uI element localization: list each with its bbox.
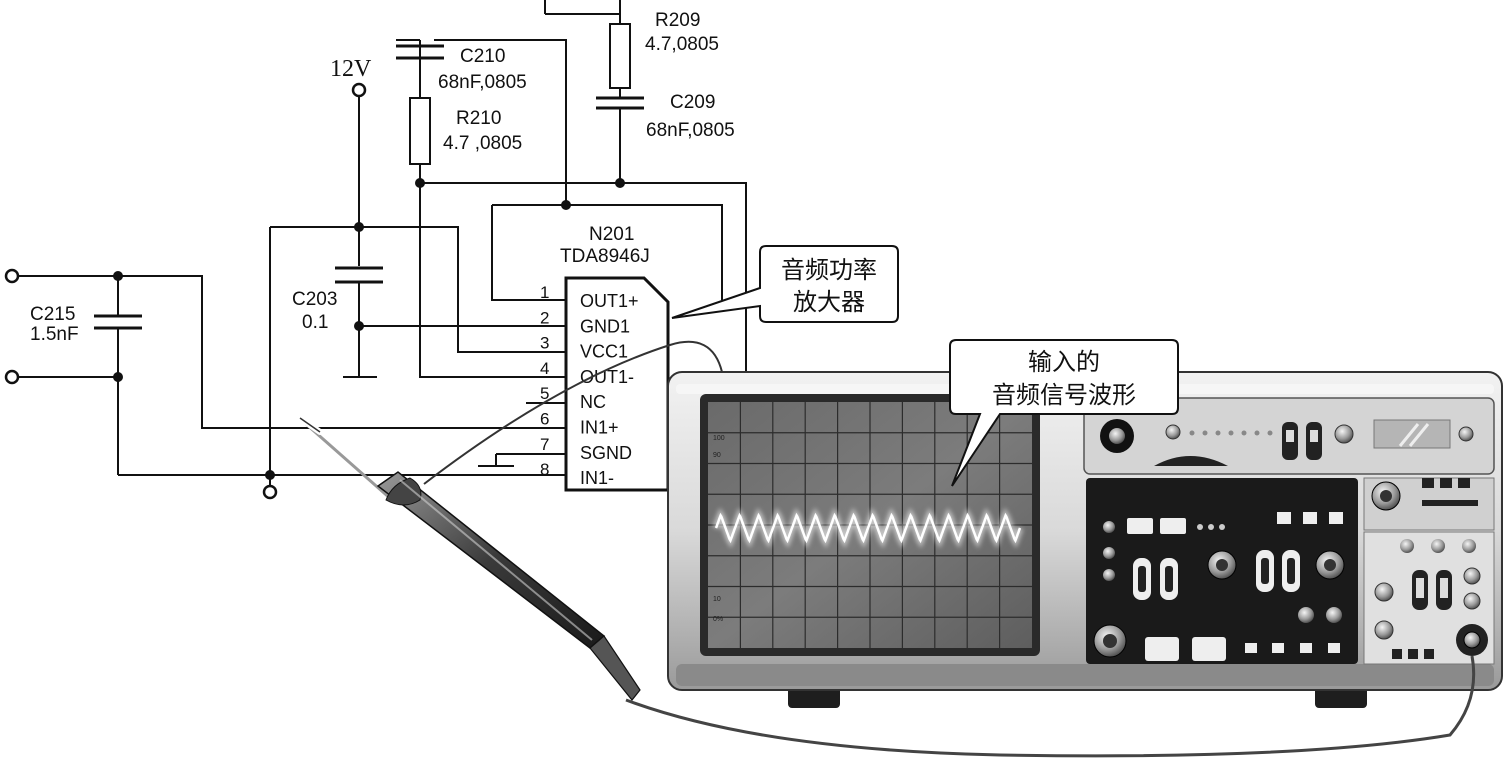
ic-pin-name: NC bbox=[580, 392, 606, 412]
callout-waveform-line2: 音频信号波形 bbox=[992, 381, 1136, 409]
callout-waveform-line1: 输入的 bbox=[1028, 348, 1100, 376]
c203-ref: C203 bbox=[292, 289, 337, 310]
callout-amplifier-line1: 音频功率 bbox=[781, 256, 877, 284]
c210-value: 68nF,0805 bbox=[438, 72, 527, 93]
c215-ref: C215 bbox=[30, 304, 75, 325]
ic-pin-number: 2 bbox=[540, 308, 549, 327]
probe-jack-icon bbox=[1463, 631, 1481, 649]
grid-mark-top-b: 90 bbox=[713, 452, 721, 459]
ic-pins: 1 OUT1+ 2 GND1 3 VCC1 4 OUT1- 5 NC 6 IN1+ 7 SGND 8 IN1- bbox=[540, 283, 639, 488]
ic-pin-number: 8 bbox=[540, 460, 549, 479]
c209-capacitor bbox=[596, 96, 644, 110]
ic-pin-number: 6 bbox=[540, 410, 549, 429]
ic-pin-number: 7 bbox=[540, 435, 549, 454]
ic-pin-number: 4 bbox=[540, 359, 549, 378]
c215-capacitor bbox=[94, 314, 142, 330]
callout-waveform: 输入的 音频信号波形 bbox=[949, 339, 1179, 487]
ic-part: TDA8946J bbox=[560, 246, 650, 267]
input-terminal-top bbox=[4, 268, 20, 284]
ic-pin-number: 5 bbox=[540, 384, 549, 403]
ground-clip-lead bbox=[423, 340, 723, 485]
oscilloscope: 100 90 10 0% bbox=[667, 371, 1503, 708]
terminals bbox=[4, 82, 367, 500]
c209-value: 68nF,0805 bbox=[646, 120, 735, 141]
callout-amplifier-line2: 放大器 bbox=[793, 288, 865, 316]
input-terminal-bottom bbox=[4, 369, 20, 385]
ic-pin-number: 1 bbox=[540, 283, 549, 302]
r209-ref: R209 bbox=[655, 10, 700, 31]
c209-ref: C209 bbox=[670, 92, 715, 113]
probe-cables bbox=[423, 340, 1476, 758]
r210-value: 4.7 ,0805 bbox=[443, 133, 522, 154]
supply-label: 12V bbox=[330, 56, 372, 82]
ic-ref: N201 bbox=[589, 224, 634, 245]
r210-resistor bbox=[409, 97, 431, 165]
ic-pin-name: OUT1+ bbox=[580, 291, 639, 311]
ic-pin-name: IN1- bbox=[580, 468, 614, 488]
junction-dots bbox=[113, 178, 625, 480]
ic-pin-name: VCC1 bbox=[580, 342, 628, 362]
waveform-trace bbox=[714, 512, 1022, 544]
r209-resistor bbox=[609, 23, 631, 89]
supply-terminal bbox=[351, 82, 367, 98]
grid-mark-top-a: 100 bbox=[713, 435, 725, 442]
c215-value: 1.5nF bbox=[30, 324, 79, 345]
c210-capacitor bbox=[396, 44, 444, 60]
c203-capacitor bbox=[335, 266, 383, 284]
grid-mark-bottom-b: 0% bbox=[713, 616, 723, 623]
probe-cable bbox=[625, 655, 1476, 758]
callout-amplifier: 音频功率 放大器 bbox=[671, 245, 899, 323]
ic-pin-name: IN1+ bbox=[580, 418, 619, 438]
ic-pin-name: OUT1- bbox=[580, 367, 634, 387]
grid-mark-bottom-a: 10 bbox=[713, 596, 721, 603]
ground-terminal bbox=[262, 484, 278, 500]
c203-value: 0.1 bbox=[302, 312, 328, 333]
r210-ref: R210 bbox=[456, 108, 501, 129]
ic-pin-name: GND1 bbox=[580, 316, 630, 336]
ic-pin-name: SGND bbox=[580, 443, 632, 463]
ic-pin-number: 3 bbox=[540, 334, 549, 353]
c210-ref: C210 bbox=[460, 46, 505, 67]
r209-value: 4.7,0805 bbox=[645, 34, 719, 55]
probe-icon bbox=[297, 415, 641, 701]
